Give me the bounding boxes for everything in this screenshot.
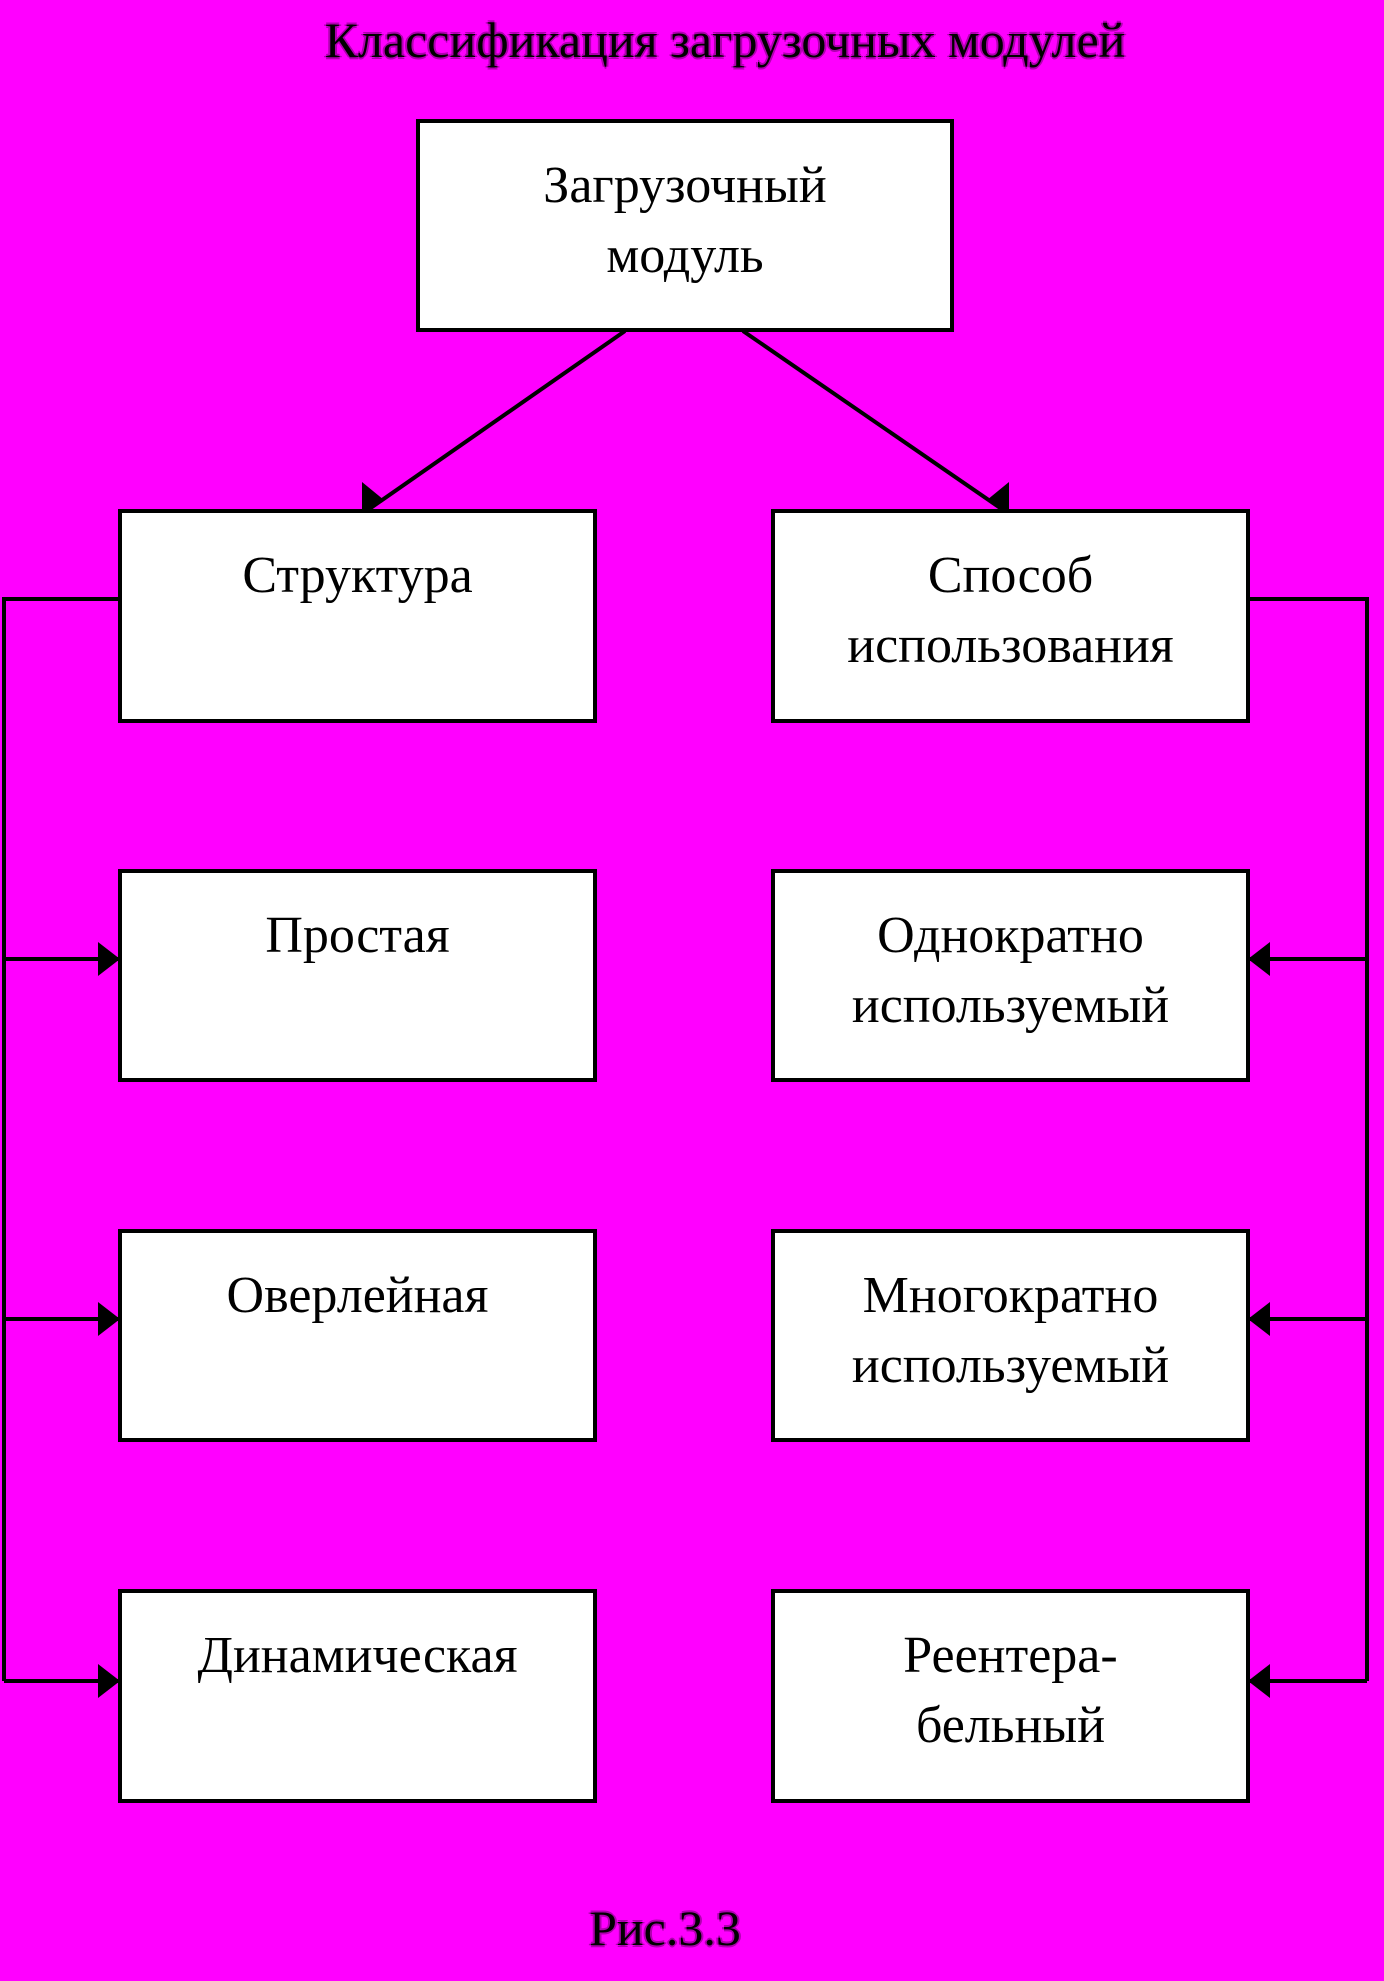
- single-use-box: Однократно используемый: [771, 869, 1250, 1082]
- root-to-structure-arrow: [360, 329, 627, 516]
- multiple-use-box: Многократно используемый: [771, 1229, 1250, 1442]
- diagram-title: Классификация загрузочных модулей: [324, 12, 1126, 68]
- simple-box: Простая: [118, 869, 597, 1082]
- reentrant-box: Реентера- бельный: [771, 1589, 1250, 1803]
- structure-box: Структура: [118, 509, 597, 723]
- arrowhead-simple: [98, 942, 120, 976]
- usage-box: Способ использования: [771, 509, 1250, 723]
- arrowhead-overlay: [98, 1302, 120, 1336]
- arrowhead-structure: [362, 482, 384, 514]
- dynamic-box: Динамическая: [118, 1589, 597, 1803]
- overlay-box: Оверлейная: [118, 1229, 597, 1442]
- arrowhead-usage: [987, 482, 1009, 514]
- root-to-usage-arrow: [741, 329, 1011, 516]
- arrowhead-multiple: [1248, 1302, 1270, 1336]
- root-box: Загрузочный модуль: [416, 119, 954, 332]
- right-trunk-line: [1248, 597, 1369, 1681]
- arrowhead-single: [1248, 942, 1270, 976]
- figure-caption: Рис.3.3: [589, 1900, 741, 1956]
- left-trunk-line: [2, 597, 120, 1681]
- arrowhead-reentrant: [1248, 1664, 1270, 1698]
- arrowhead-dynamic: [98, 1664, 120, 1698]
